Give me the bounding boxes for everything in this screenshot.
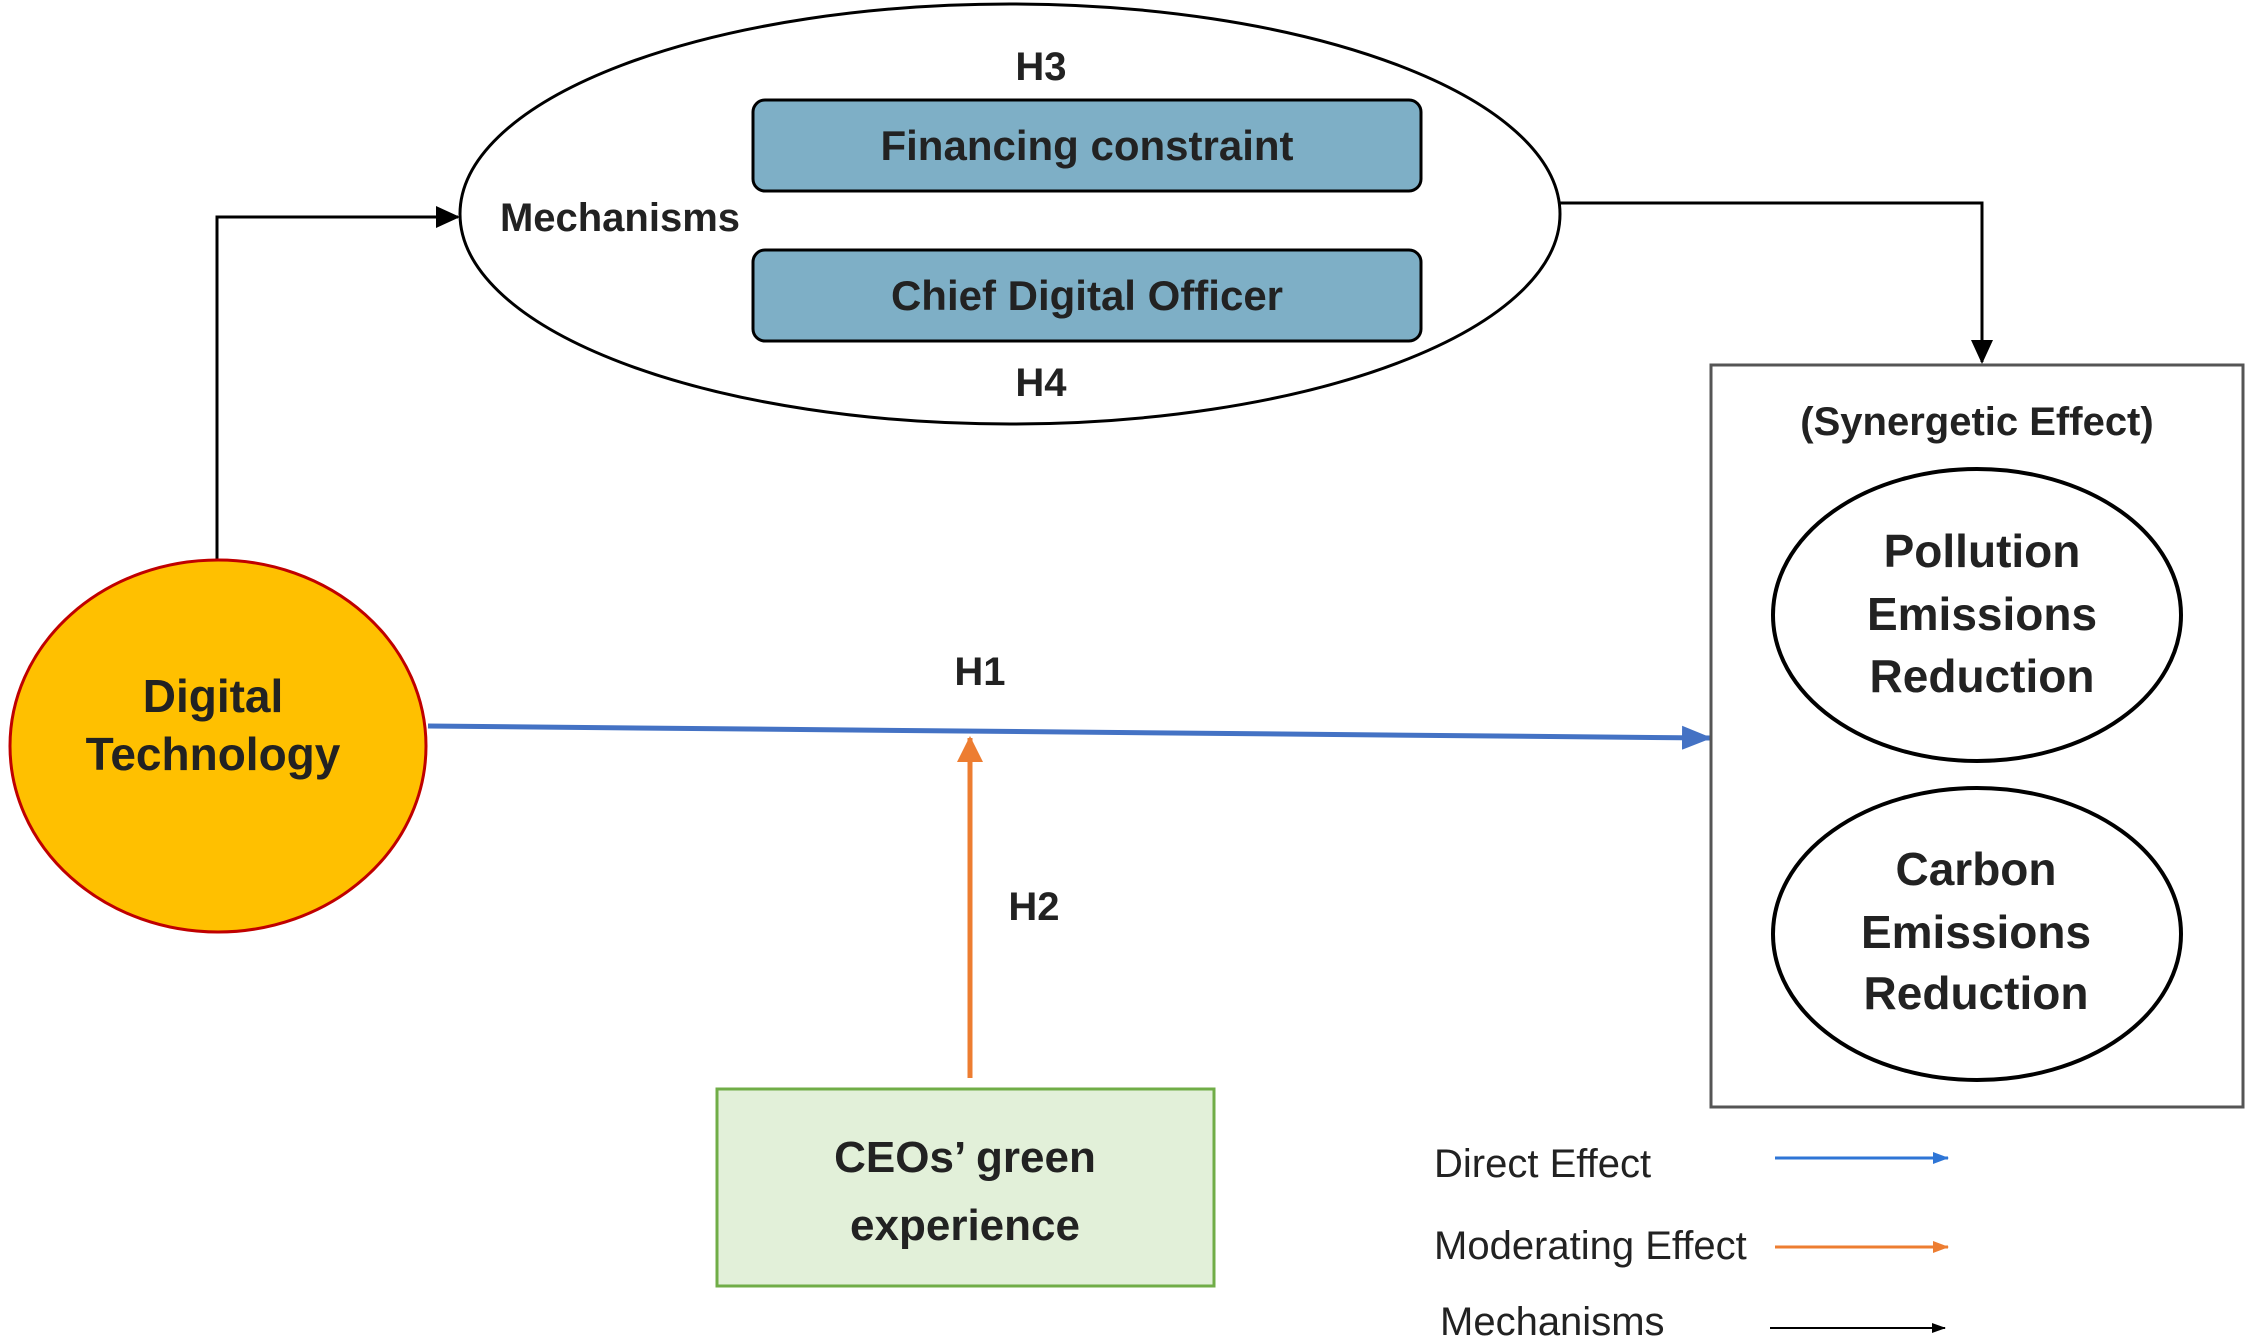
mechanism-arrow-in: [215, 206, 460, 560]
mechanism-arrow-out: [1560, 201, 1993, 364]
synergetic-effect-title: (Synergetic Effect): [1800, 400, 2153, 444]
legend-direct-effect-label: Direct Effect: [1434, 1142, 1651, 1186]
ceo-green-experience-line2: experience: [850, 1201, 1080, 1250]
digital-technology-label-line2: Technology: [86, 728, 341, 780]
direct-effect-arrow-h1: [427, 723, 1712, 750]
carbon-label-line1: Carbon: [1896, 843, 2057, 895]
ceo-green-experience-box: [715, 1087, 1216, 1288]
carbon-label-line3: Reduction: [1864, 967, 2089, 1019]
chief-digital-officer-box: [751, 248, 1423, 343]
hypothesis-h2-label: H2: [1008, 885, 1059, 929]
digital-technology-node: [8, 558, 428, 934]
carbon-label-line2: Emissions: [1861, 906, 2091, 958]
mechanisms-label: Mechanisms: [500, 196, 740, 240]
hypothesis-h4-label: H4: [1015, 361, 1067, 405]
legend-mechanisms-label: Mechanisms: [1440, 1300, 1665, 1343]
pollution-label-line2: Emissions: [1867, 588, 2097, 640]
chief-digital-officer-label: Chief Digital Officer: [891, 272, 1283, 319]
carbon-emissions-reduction-node: [1771, 786, 2183, 1082]
pollution-label-line1: Pollution: [1884, 525, 2081, 577]
hypothesis-h3-label: H3: [1015, 45, 1066, 89]
digital-technology-label-line1: Digital: [143, 670, 284, 722]
ceo-green-experience-line1: CEOs’ green: [834, 1133, 1096, 1182]
financing-constraint-box: [751, 98, 1423, 193]
legend-moderating-effect-label: Moderating Effect: [1434, 1224, 1747, 1268]
financing-constraint-label: Financing constraint: [880, 122, 1293, 169]
hypothesis-h1-label: H1: [954, 650, 1005, 694]
pollution-label-line3: Reduction: [1870, 650, 2095, 702]
pollution-emissions-reduction-node: [1771, 467, 2183, 763]
legend: Direct Effect Moderating Effect Mechanis…: [1434, 1142, 1949, 1343]
